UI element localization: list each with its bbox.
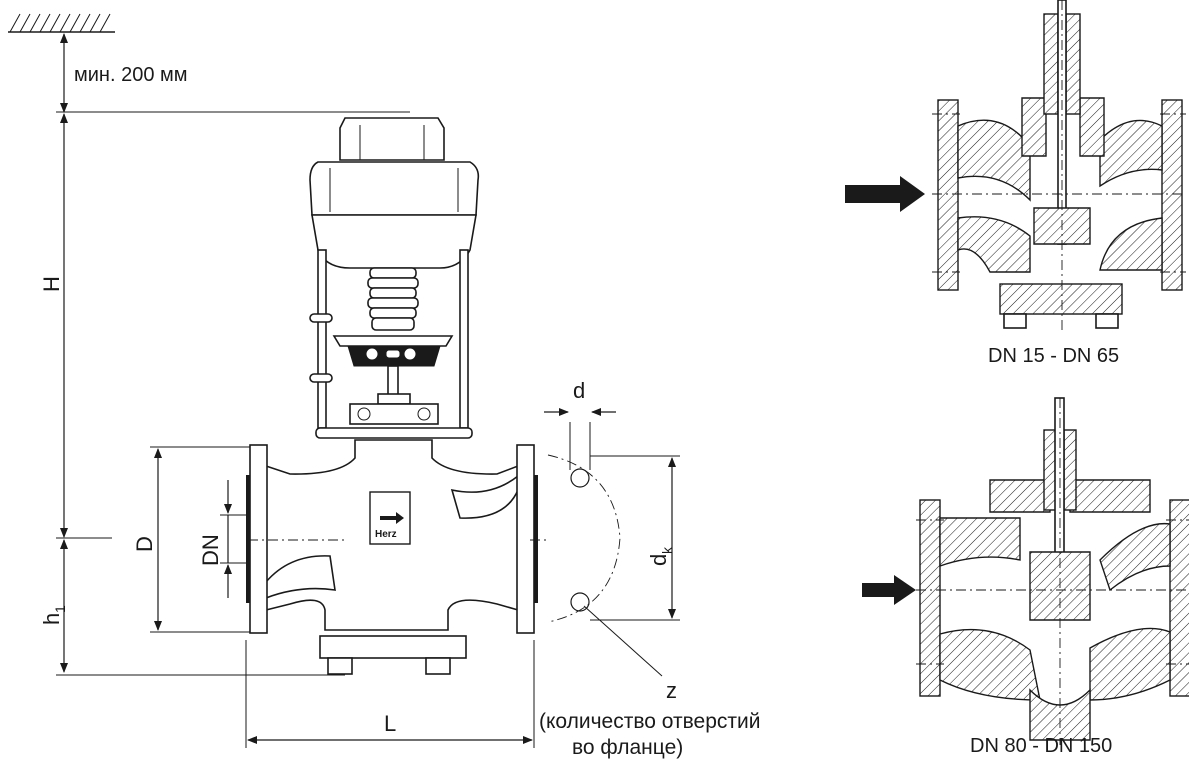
flange-D-dimension: D — [132, 446, 250, 633]
height-H-dimension: H — [39, 113, 112, 539]
brand-text: Herz — [375, 529, 397, 540]
actuator-bellows — [367, 267, 419, 331]
valve-front-view: Herz — [246, 117, 548, 675]
dk-subscript: k — [659, 546, 675, 554]
nominal-DN-dimension: DN — [198, 480, 250, 598]
min-clearance-dimension: мин. 200 мм — [56, 33, 410, 113]
holes-note-line2: во фланце) — [572, 736, 683, 759]
ceiling-hatch — [8, 13, 115, 33]
h1-label: h — [39, 613, 64, 625]
flange-hole-detail: d d k z (количество отверстий во фланце) — [539, 378, 760, 759]
dk-label: d — [646, 554, 671, 566]
DN-label: DN — [198, 534, 223, 566]
section-view-large: DN 80 - DN 150 — [862, 397, 1189, 757]
H-label: H — [39, 276, 64, 292]
min-clearance-label: мин. 200 мм — [74, 64, 188, 86]
section-small-label: DN 15 - DN 65 — [988, 345, 1119, 367]
length-L-dimension: L — [245, 640, 535, 748]
d-label: d — [573, 378, 585, 403]
flow-arrow-top — [845, 176, 925, 212]
h1-subscript: 1 — [52, 605, 68, 613]
D-label: D — [132, 536, 157, 552]
height-h1-dimension: h 1 — [39, 539, 345, 676]
section-view-small: DN 15 - DN 65 — [845, 0, 1186, 367]
holes-note-line1: (количество отверстий — [539, 710, 760, 733]
L-label: L — [384, 711, 396, 736]
section-large-label: DN 80 - DN 150 — [970, 735, 1112, 757]
flow-arrow-bottom — [862, 575, 916, 605]
z-label: z — [666, 678, 677, 703]
